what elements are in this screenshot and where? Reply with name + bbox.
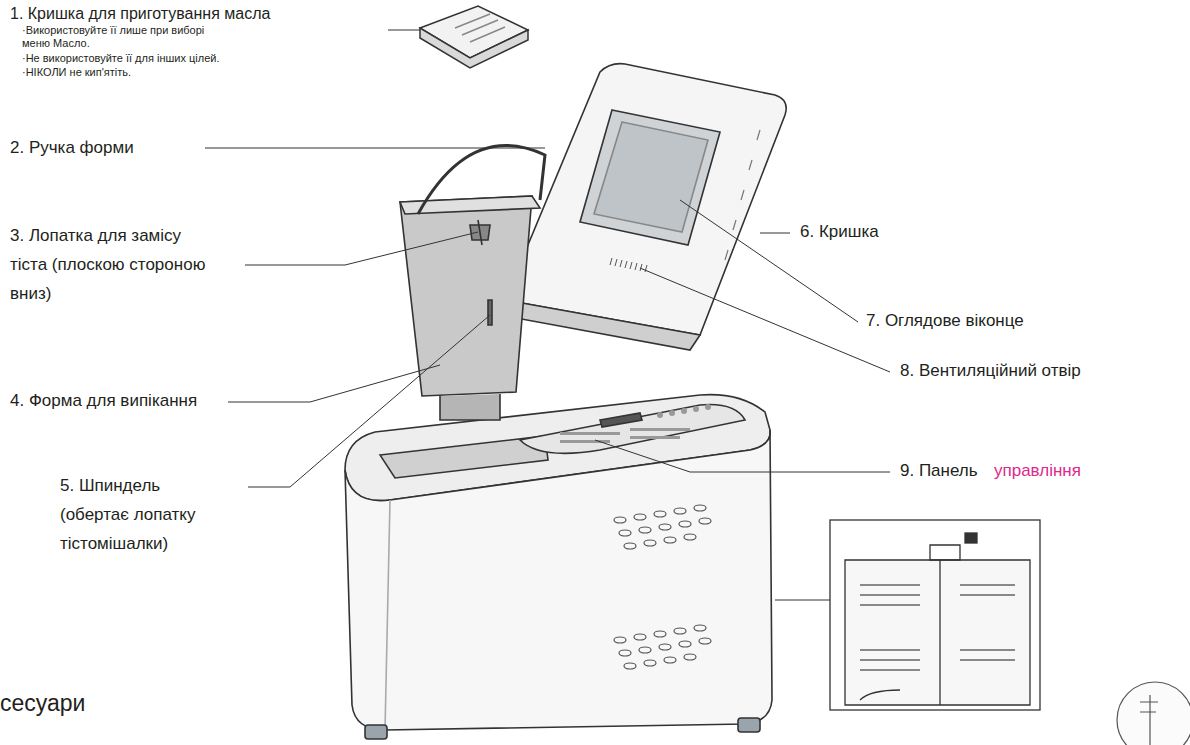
part-label: 4. Форма для випікання <box>10 391 240 411</box>
pan-base <box>440 394 500 420</box>
note-text: ·Не використовуйте її для інших цілей. <box>22 52 282 65</box>
panel-buttons <box>560 404 711 443</box>
part-label: 8. Вентиляційний отвір <box>900 361 1180 381</box>
pan-handle <box>418 146 545 214</box>
butter-lid-side <box>420 28 528 68</box>
part-label: 9. Панель <box>900 461 1000 481</box>
lid-edge-marks <box>725 130 760 260</box>
note-text: ·НІКОЛИ не кип'ятіть. <box>22 66 282 79</box>
inset-vents <box>860 585 1015 670</box>
part-label: 3. Лопатка для замісу тіста (плоскою сто… <box>10 222 215 309</box>
leader-8 <box>640 268 890 372</box>
leader-5 <box>248 315 490 487</box>
lid-vent <box>610 258 647 272</box>
leader-1 <box>388 30 420 31</box>
inset-latch <box>930 545 960 560</box>
inset-divider <box>939 560 940 705</box>
viewing-window <box>580 110 720 245</box>
cup-rim <box>1117 682 1190 745</box>
inset-block <box>965 533 977 543</box>
control-panel <box>520 405 745 454</box>
part-label: 2. Ручка форми <box>10 138 210 158</box>
leader-3 <box>245 232 478 265</box>
rear-view-inset <box>830 520 1040 710</box>
inset-cord <box>860 690 900 700</box>
measuring-cup <box>1117 682 1190 745</box>
breadmaker-body <box>345 395 772 739</box>
butter-lid <box>420 6 528 68</box>
note-text: ·Використовуйте її лише при виборі меню … <box>22 24 222 50</box>
butter-lid-top <box>420 6 528 58</box>
side-vents <box>614 505 711 669</box>
part-label: 5. Шпиндель (обертає лопатку тістомішалк… <box>60 472 225 559</box>
butter-lid-ribs <box>455 14 505 42</box>
lid-hinge <box>500 300 700 350</box>
feet <box>365 718 760 739</box>
body-front <box>345 430 772 730</box>
leader-inset <box>775 600 830 601</box>
window-inner <box>594 122 708 232</box>
callout-title: 1. Кришка для приготування масла <box>10 4 410 23</box>
baking-pan <box>400 146 545 420</box>
kneading-blade <box>470 220 490 245</box>
leader-lines <box>205 30 890 600</box>
body-edge <box>385 500 390 730</box>
open-lid <box>500 64 786 350</box>
inset-frame <box>830 520 1040 710</box>
leader-4 <box>228 365 440 402</box>
part-label-highlight: управління <box>994 461 1114 481</box>
lid-outer <box>505 64 786 335</box>
cup-marks <box>1140 695 1158 745</box>
section-heading: сесуари <box>0 690 200 718</box>
display <box>600 413 642 427</box>
pan-body <box>400 196 532 396</box>
leader-6 <box>760 233 790 234</box>
part-label: 6. Кришка <box>800 222 950 242</box>
inset-back <box>845 560 1030 705</box>
leader-2 <box>205 148 545 149</box>
leader-7 <box>680 200 858 322</box>
spindle <box>488 300 492 325</box>
leader-9 <box>595 440 890 472</box>
part-label: 7. Оглядове віконце <box>866 311 1126 331</box>
